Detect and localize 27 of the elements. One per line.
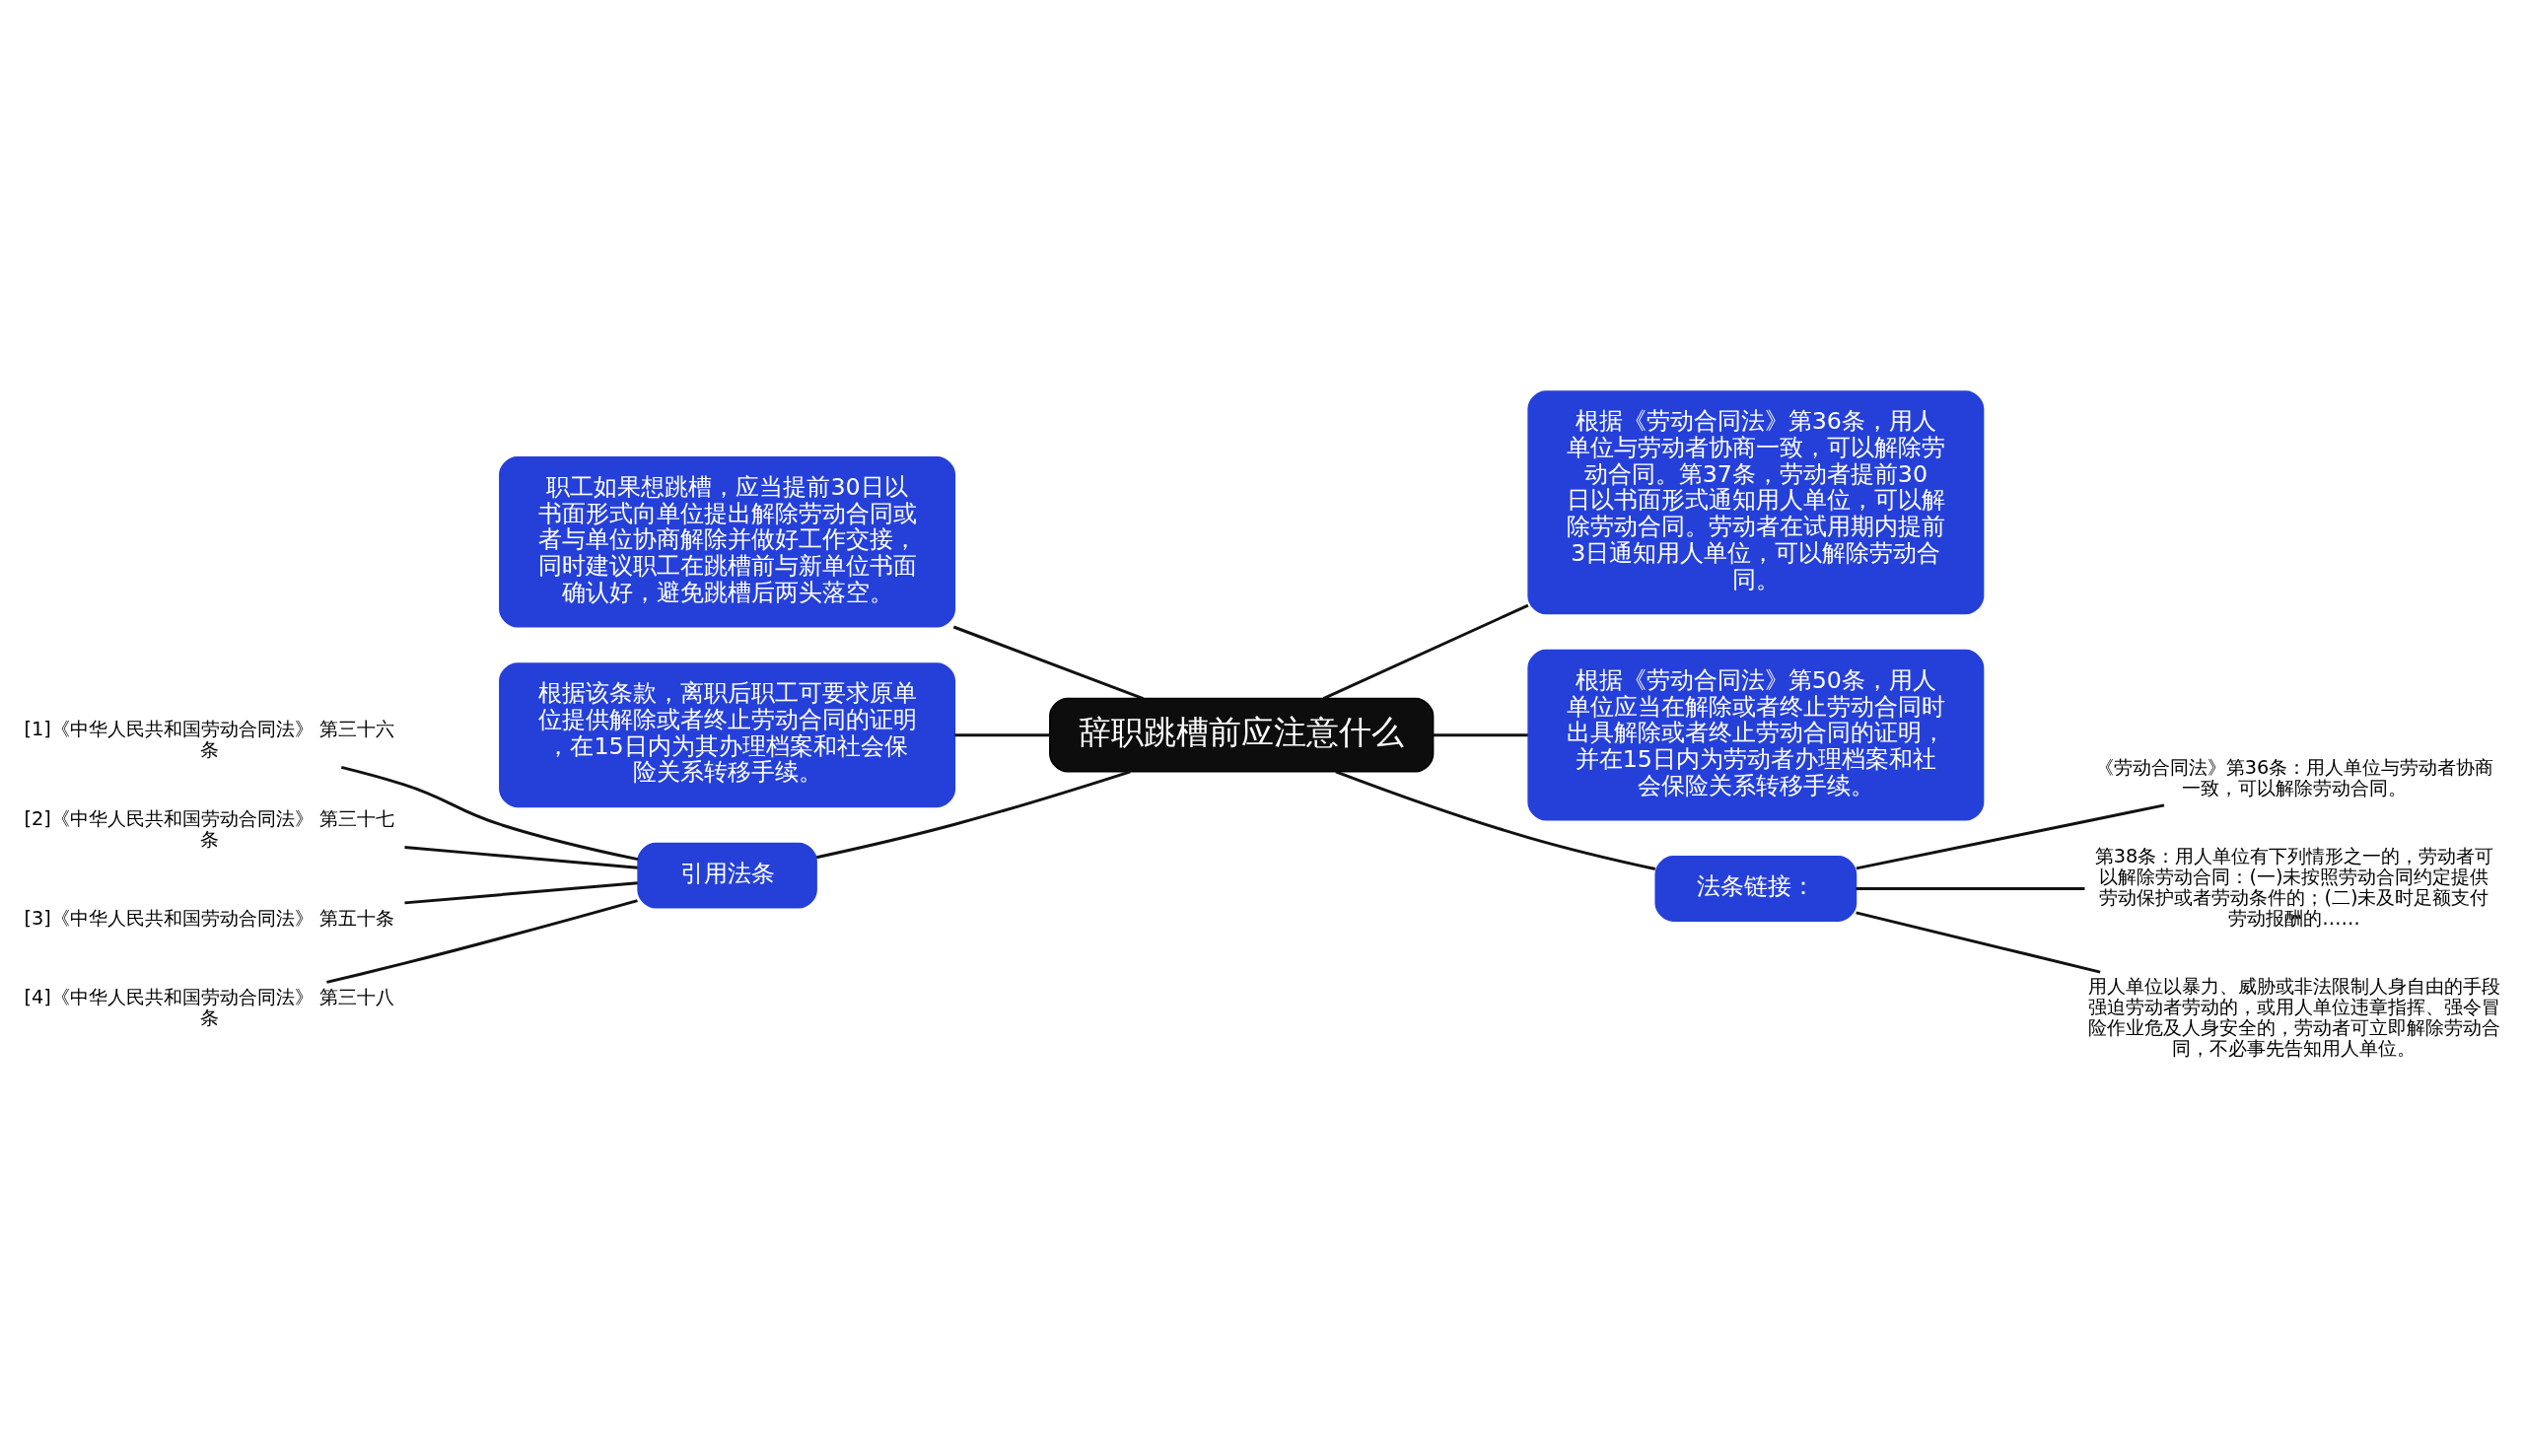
connector: [954, 732, 1050, 736]
node-text: [4]《中华人民共和国劳动合同法》 第三十八条: [24, 985, 394, 1029]
node-box: 根据《劳动合同法》第36条，用人单位与劳动者协商一致，可以解除劳动合同。第37条，劳动者提前30日以书面形式通知用人单位，可以解除劳动合同。劳动者在试用期内提前3日通知用人单位，可以解除劳动合同。: [1527, 389, 1985, 614]
connector: [1856, 802, 2165, 869]
connector: [404, 845, 638, 869]
connector: [326, 898, 638, 984]
connector: [1322, 603, 1529, 700]
node-text: [3]《中华人民共和国劳动合同法》 第五十条: [24, 906, 394, 930]
connector: [340, 765, 639, 861]
node-text: 第38条：用人单位有下列情形之一的，劳动者可以解除劳动合同：(一)未按照劳动合同约定提供劳动保护或者劳动条件的；(二)未及时足额支付劳动报酬的……: [2094, 844, 2494, 930]
node-box: 辞职跳槽前应注意什么: [1049, 697, 1435, 772]
node-text: 用人单位以暴力、威胁或非法限制人身自由的手段强迫劳动者劳动的，或用人单位违章指挥、强令冒险作业危及人身安全的，劳动者可立即解除劳动合同，不必事先告知用人单位。: [2087, 974, 2500, 1060]
node-box: 职工如果想跳槽，应当提前30日以书面形式向单位提出解除劳动合同或者与单位协商解除并做好工作交接，同时建议职工在跳槽前与新单位书面确认好，避免跳槽后两头落空。: [499, 455, 956, 628]
connector: [1335, 769, 1656, 870]
node-text: 《劳动合同法》第36条：用人单位与劳动者协商一致，可以解除劳动合同。: [2094, 755, 2494, 799]
node-text: [2]《中华人民共和国劳动合同法》 第三十七条: [24, 806, 394, 851]
connector: [815, 769, 1131, 859]
node-text: [1]《中华人民共和国劳动合同法》 第三十六条: [24, 717, 394, 761]
node-box: 根据该条款，离职后职工可要求原单位提供解除或者终止劳动合同的证明，在15日内为其办理档案和社会保险关系转移手续。: [499, 661, 956, 807]
connector: [404, 880, 638, 904]
connector: [1856, 910, 2101, 973]
node-box: 根据《劳动合同法》第50条，用人单位应当在解除或者终止劳动合同时出具解除或者终止劳动合同的证明，并在15日内为劳动者办理档案和社会保险关系转移手续。: [1527, 649, 1985, 820]
connector: [1433, 732, 1528, 736]
connector: [1856, 886, 2085, 890]
node-box: 法条链接：: [1654, 855, 1858, 922]
connector: [952, 625, 1144, 700]
node-box: 引用法条: [637, 842, 817, 909]
